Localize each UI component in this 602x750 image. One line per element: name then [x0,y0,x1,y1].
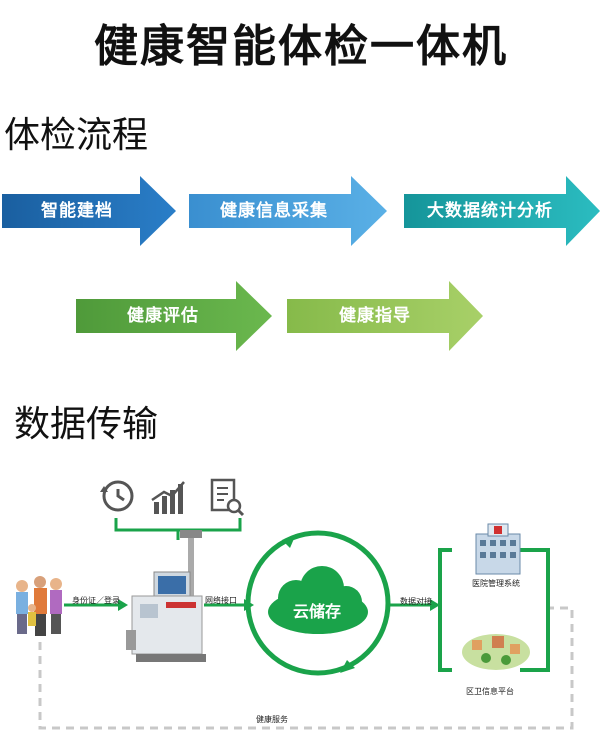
system-bracket [438,548,452,672]
process-step-2: 健康信息采集 [189,176,387,246]
cloud-cycle-ring [245,530,391,676]
data-sync-label: 数据对接 [400,597,432,606]
process-step-label: 健康评估 [127,306,199,326]
report-search-icon [210,478,245,517]
process-step-4: 健康评估 [76,281,272,351]
icon-bracket [114,518,242,540]
network-label: 网络接口 [205,596,237,605]
community-map-icon [462,634,530,670]
arrow-shape [287,281,483,351]
transfer-diagram [16,478,574,730]
cloud-storage-label: 云储存 [292,602,341,621]
process-step-label: 智能建档 [41,201,113,221]
id-card-label: 身份证／登录 [72,596,120,605]
arrow-shape [404,176,600,246]
process-step-1: 智能建档 [2,176,176,246]
arrow-shape [189,176,387,246]
process-step-label: 大数据统计分析 [427,201,553,221]
hospital-icon [475,523,521,575]
history-icon [100,480,134,512]
process-step-label: 健康指导 [339,306,411,326]
process-step-5: 健康指导 [287,281,483,351]
arrow-shape [2,176,176,246]
process-step-label: 健康信息采集 [220,201,328,221]
page-title: 健康智能体检一体机 [94,21,508,72]
trend-chart-icon [151,481,185,514]
arrow-shape [76,281,272,351]
community-label: 区卫信息平台 [466,687,514,696]
family-figure [16,576,62,636]
health-service-label: 健康服务 [256,715,288,724]
cloud-icon [268,566,368,634]
section-title-process: 体检流程 [4,115,149,156]
health-kiosk [126,530,206,662]
section-title-transfer: 数据传输 [14,404,159,445]
health-service-loop [38,606,574,730]
hospital-label: 医院管理系统 [472,579,520,588]
process-step-3: 大数据统计分析 [404,176,600,246]
